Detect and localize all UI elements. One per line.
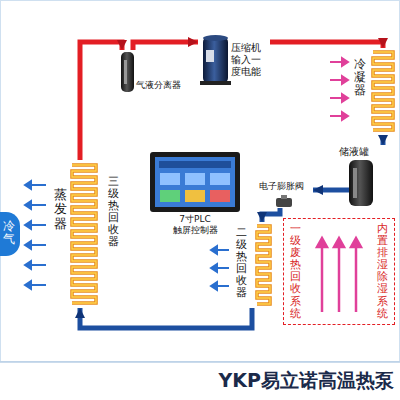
node-label: 三级热回收器	[108, 176, 119, 249]
cold-air-arrows	[30, 184, 46, 186]
recovery-3-box: 三级热回收器	[104, 168, 124, 263]
recovery-arrows	[211, 282, 217, 290]
heat-exchanger-coil	[72, 165, 96, 303]
node-label: 冷气	[3, 220, 15, 246]
touch-screen-symbol	[150, 152, 240, 212]
pipe-connector	[80, 42, 122, 160]
gas-liquid-separator-symbol	[124, 60, 127, 84]
exhaust-up-arrows	[321, 246, 324, 312]
exhaust-up-arrows	[317, 238, 327, 247]
gas-liquid-separator-symbol	[121, 52, 134, 92]
waste-heat-system-box: 一级废热回收系统 内置排湿除湿系统	[283, 218, 395, 325]
hot-air-arrows	[342, 112, 348, 120]
compressor-symbol	[200, 35, 231, 85]
exhaust-up-arrows	[338, 246, 341, 312]
heat-exchanger-coil	[72, 52, 393, 304]
cold-air-arrows	[30, 264, 46, 266]
recovery-arrows	[211, 264, 217, 272]
cold-air-arrows	[25, 181, 46, 289]
cold-air-arrows	[25, 181, 31, 189]
node-label: 二级热回收器	[236, 227, 247, 300]
touch-screen-symbol	[150, 152, 240, 212]
exhaust-up-arrows	[334, 238, 344, 247]
compressor-symbol	[203, 37, 228, 83]
recovery-2-box: 二级热回收器	[233, 222, 271, 308]
hot-air-arrows	[330, 58, 348, 120]
separator-box: 气液分离器	[118, 50, 190, 98]
exhaust-up-arrows	[317, 238, 361, 312]
cold-air-arrows	[30, 204, 46, 206]
node-label: 7寸PLC 触屏控制器	[164, 214, 226, 236]
heat-exchanger-coil	[257, 226, 270, 304]
cold-air-arrows	[25, 201, 31, 209]
node-label: 输入一度电能	[231, 54, 268, 78]
pipe-connector	[80, 308, 252, 328]
exhaust-up-arrows	[351, 238, 361, 247]
node-label: 冷凝器	[354, 58, 366, 98]
compressor-symbol	[203, 35, 228, 41]
touch-screen-symbol	[210, 173, 230, 185]
liquid-tank-symbol	[335, 188, 349, 193]
touch-screen-symbol	[210, 190, 230, 202]
pipe-connector	[133, 42, 198, 50]
touch-screen-symbol	[185, 173, 205, 185]
node-label: 储液罐	[339, 146, 395, 158]
pipe-connector	[313, 188, 335, 193]
recovery-arrows	[211, 246, 229, 290]
cold-air-arrows	[25, 221, 31, 229]
liquid-tank-symbol	[335, 160, 373, 206]
cold-air-arrows	[30, 224, 46, 226]
heat-exchanger-coil	[257, 226, 270, 304]
expansion-valve-symbol	[276, 198, 292, 207]
cold-air-tag: 冷气	[0, 212, 20, 256]
hot-air-arrows	[342, 94, 348, 102]
node-label: 内置排湿除湿系统	[377, 223, 388, 320]
liquid-tank-symbol	[349, 160, 373, 206]
frame	[1, 1, 400, 362]
node-label: 压缩机	[231, 42, 268, 54]
recovery-arrows	[211, 246, 217, 254]
cold-air-arrows	[25, 241, 31, 249]
node-label: 电子膨胀阀	[259, 181, 313, 192]
expansion-valve-symbol	[281, 195, 287, 199]
node-label: 气液分离器	[136, 80, 190, 91]
touch-screen-symbol	[185, 190, 205, 202]
heat-exchanger-coil	[72, 165, 96, 303]
hot-air-arrows	[342, 76, 348, 84]
touch-screen-symbol	[155, 157, 235, 207]
touch-screen-symbol	[159, 161, 231, 168]
pipe-connector	[270, 42, 383, 48]
touch-screen-symbol	[160, 173, 180, 185]
controller-box: 7寸PLC 触屏控制器	[148, 150, 242, 242]
cold-air-arrows	[30, 244, 46, 246]
liquid-tank-symbol	[353, 168, 357, 198]
tank-box: 储液罐	[335, 145, 395, 210]
expansion-valve-symbol	[276, 195, 292, 207]
node-label: 蒸发器	[54, 188, 67, 231]
compressor-symbol	[206, 50, 214, 62]
valve-box: 电子膨胀阀	[255, 180, 313, 208]
heat-exchanger-coil	[373, 52, 393, 130]
cold-air-arrows	[25, 281, 31, 289]
frame	[0, 1, 400, 363]
exhaust-up-arrows	[355, 246, 358, 312]
hot-air-arrows	[342, 58, 348, 66]
pipe-connector	[262, 208, 280, 222]
node-label: 一级废热回收系统	[290, 223, 301, 320]
condenser-box: 冷凝器	[352, 48, 396, 136]
cold-air-arrows	[25, 261, 31, 269]
diagram-title: YKP易立诺高温热泵	[219, 368, 394, 394]
cold-air-arrows	[30, 284, 46, 286]
gas-liquid-separator-symbol	[121, 52, 134, 92]
evaporator-box: 蒸发器	[50, 160, 100, 308]
heat-exchanger-coil	[373, 52, 393, 130]
touch-screen-symbol	[160, 190, 180, 202]
compressor-symbol	[200, 81, 231, 85]
pipe-connector	[381, 136, 386, 145]
frame	[0, 361, 400, 363]
compressor-box: 压缩机输入一度电能	[198, 36, 270, 88]
